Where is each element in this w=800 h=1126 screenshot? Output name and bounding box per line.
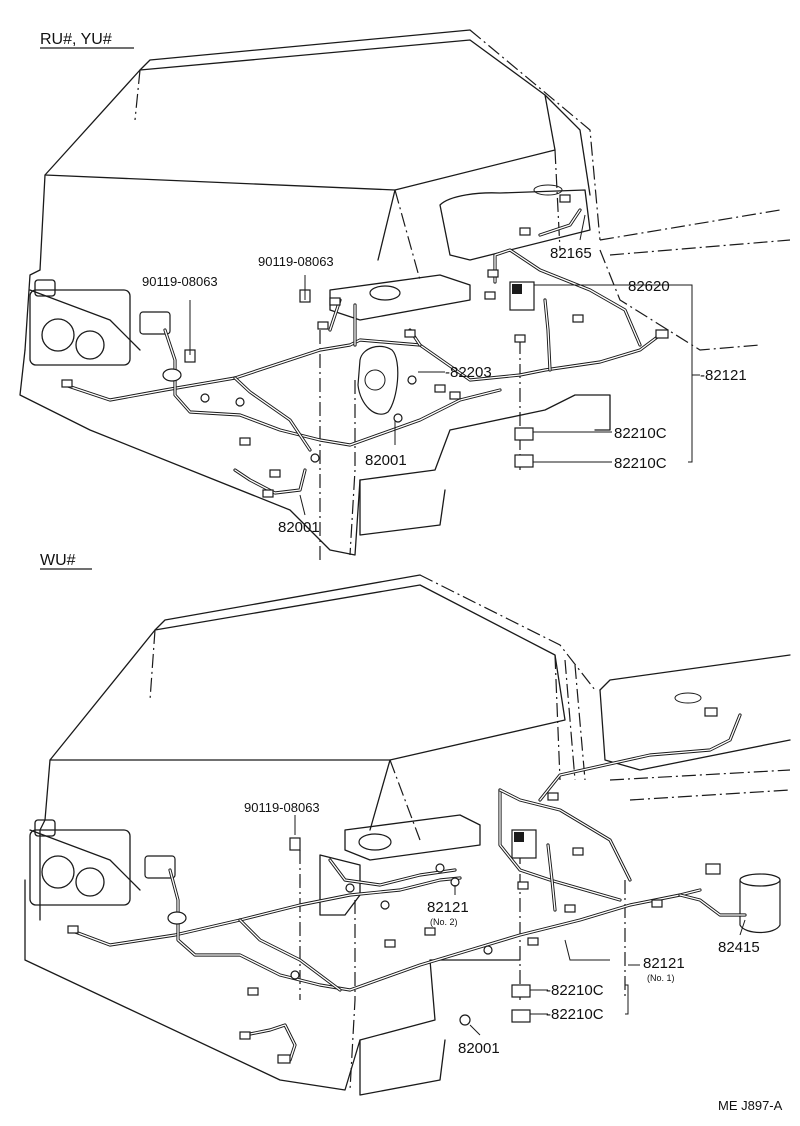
part-labels-ru-yu: 90119-08063 90119-08063 82165 82620 -822…: [142, 245, 747, 536]
leader-lines-ru-yu: [189, 214, 700, 516]
label-82121-no2-sub: (No. 2): [430, 917, 458, 927]
diagram-reference-code: ME J897-A: [718, 1098, 783, 1113]
label-82210c-a: 82210C: [614, 425, 667, 442]
label-82165: 82165: [550, 245, 592, 262]
vehicle-body-outline: [24, 574, 791, 1096]
label-82415: 82415: [718, 939, 760, 956]
label-82121-no1: 82121: [643, 955, 685, 972]
label-82620: 82620: [628, 278, 670, 295]
model-header-ru-yu: RU#, YU#: [40, 31, 112, 48]
label-bolt-90119-upper: 90119-08063: [258, 254, 334, 269]
label-bolt-90119-left: 90119-08063: [142, 274, 218, 289]
engine-area-components: [139, 274, 535, 415]
model-header-wu: WU#: [40, 552, 76, 569]
connectors-wu: [67, 707, 721, 1064]
label-82001-b: 82001: [278, 519, 320, 536]
label-82121-no2: 82121: [427, 899, 469, 916]
engine-area-components: [144, 829, 781, 934]
wire-harness-ru-yu: [63, 208, 662, 495]
label-bolt-90119: 90119-08063: [244, 800, 320, 815]
section-wu: WU#: [24, 552, 791, 1096]
label-82210c-b: 82210C: [614, 455, 667, 472]
label-82001: 82001: [458, 1040, 500, 1057]
label-82121-no1-sub: (No. 1): [647, 973, 675, 983]
label-82121: -82121: [700, 367, 747, 384]
headlight-group: [29, 279, 141, 366]
label-82001-a: 82001: [365, 452, 407, 469]
label-82210c-a: -82210C: [546, 982, 604, 999]
label-82210c-b: -82210C: [546, 1006, 604, 1023]
headlight-group: [29, 819, 141, 906]
wire-harness-wu: [68, 713, 747, 1062]
section-ru-yu: RU#, YU#: [19, 29, 791, 560]
leader-lines-wu: [294, 815, 746, 1036]
label-82203: -82203: [445, 364, 492, 381]
vehicle-body-outline: [19, 29, 791, 560]
part-labels-wu: 90119-08063 82121 (No. 2) 82121 (No. 1) …: [244, 800, 760, 1057]
